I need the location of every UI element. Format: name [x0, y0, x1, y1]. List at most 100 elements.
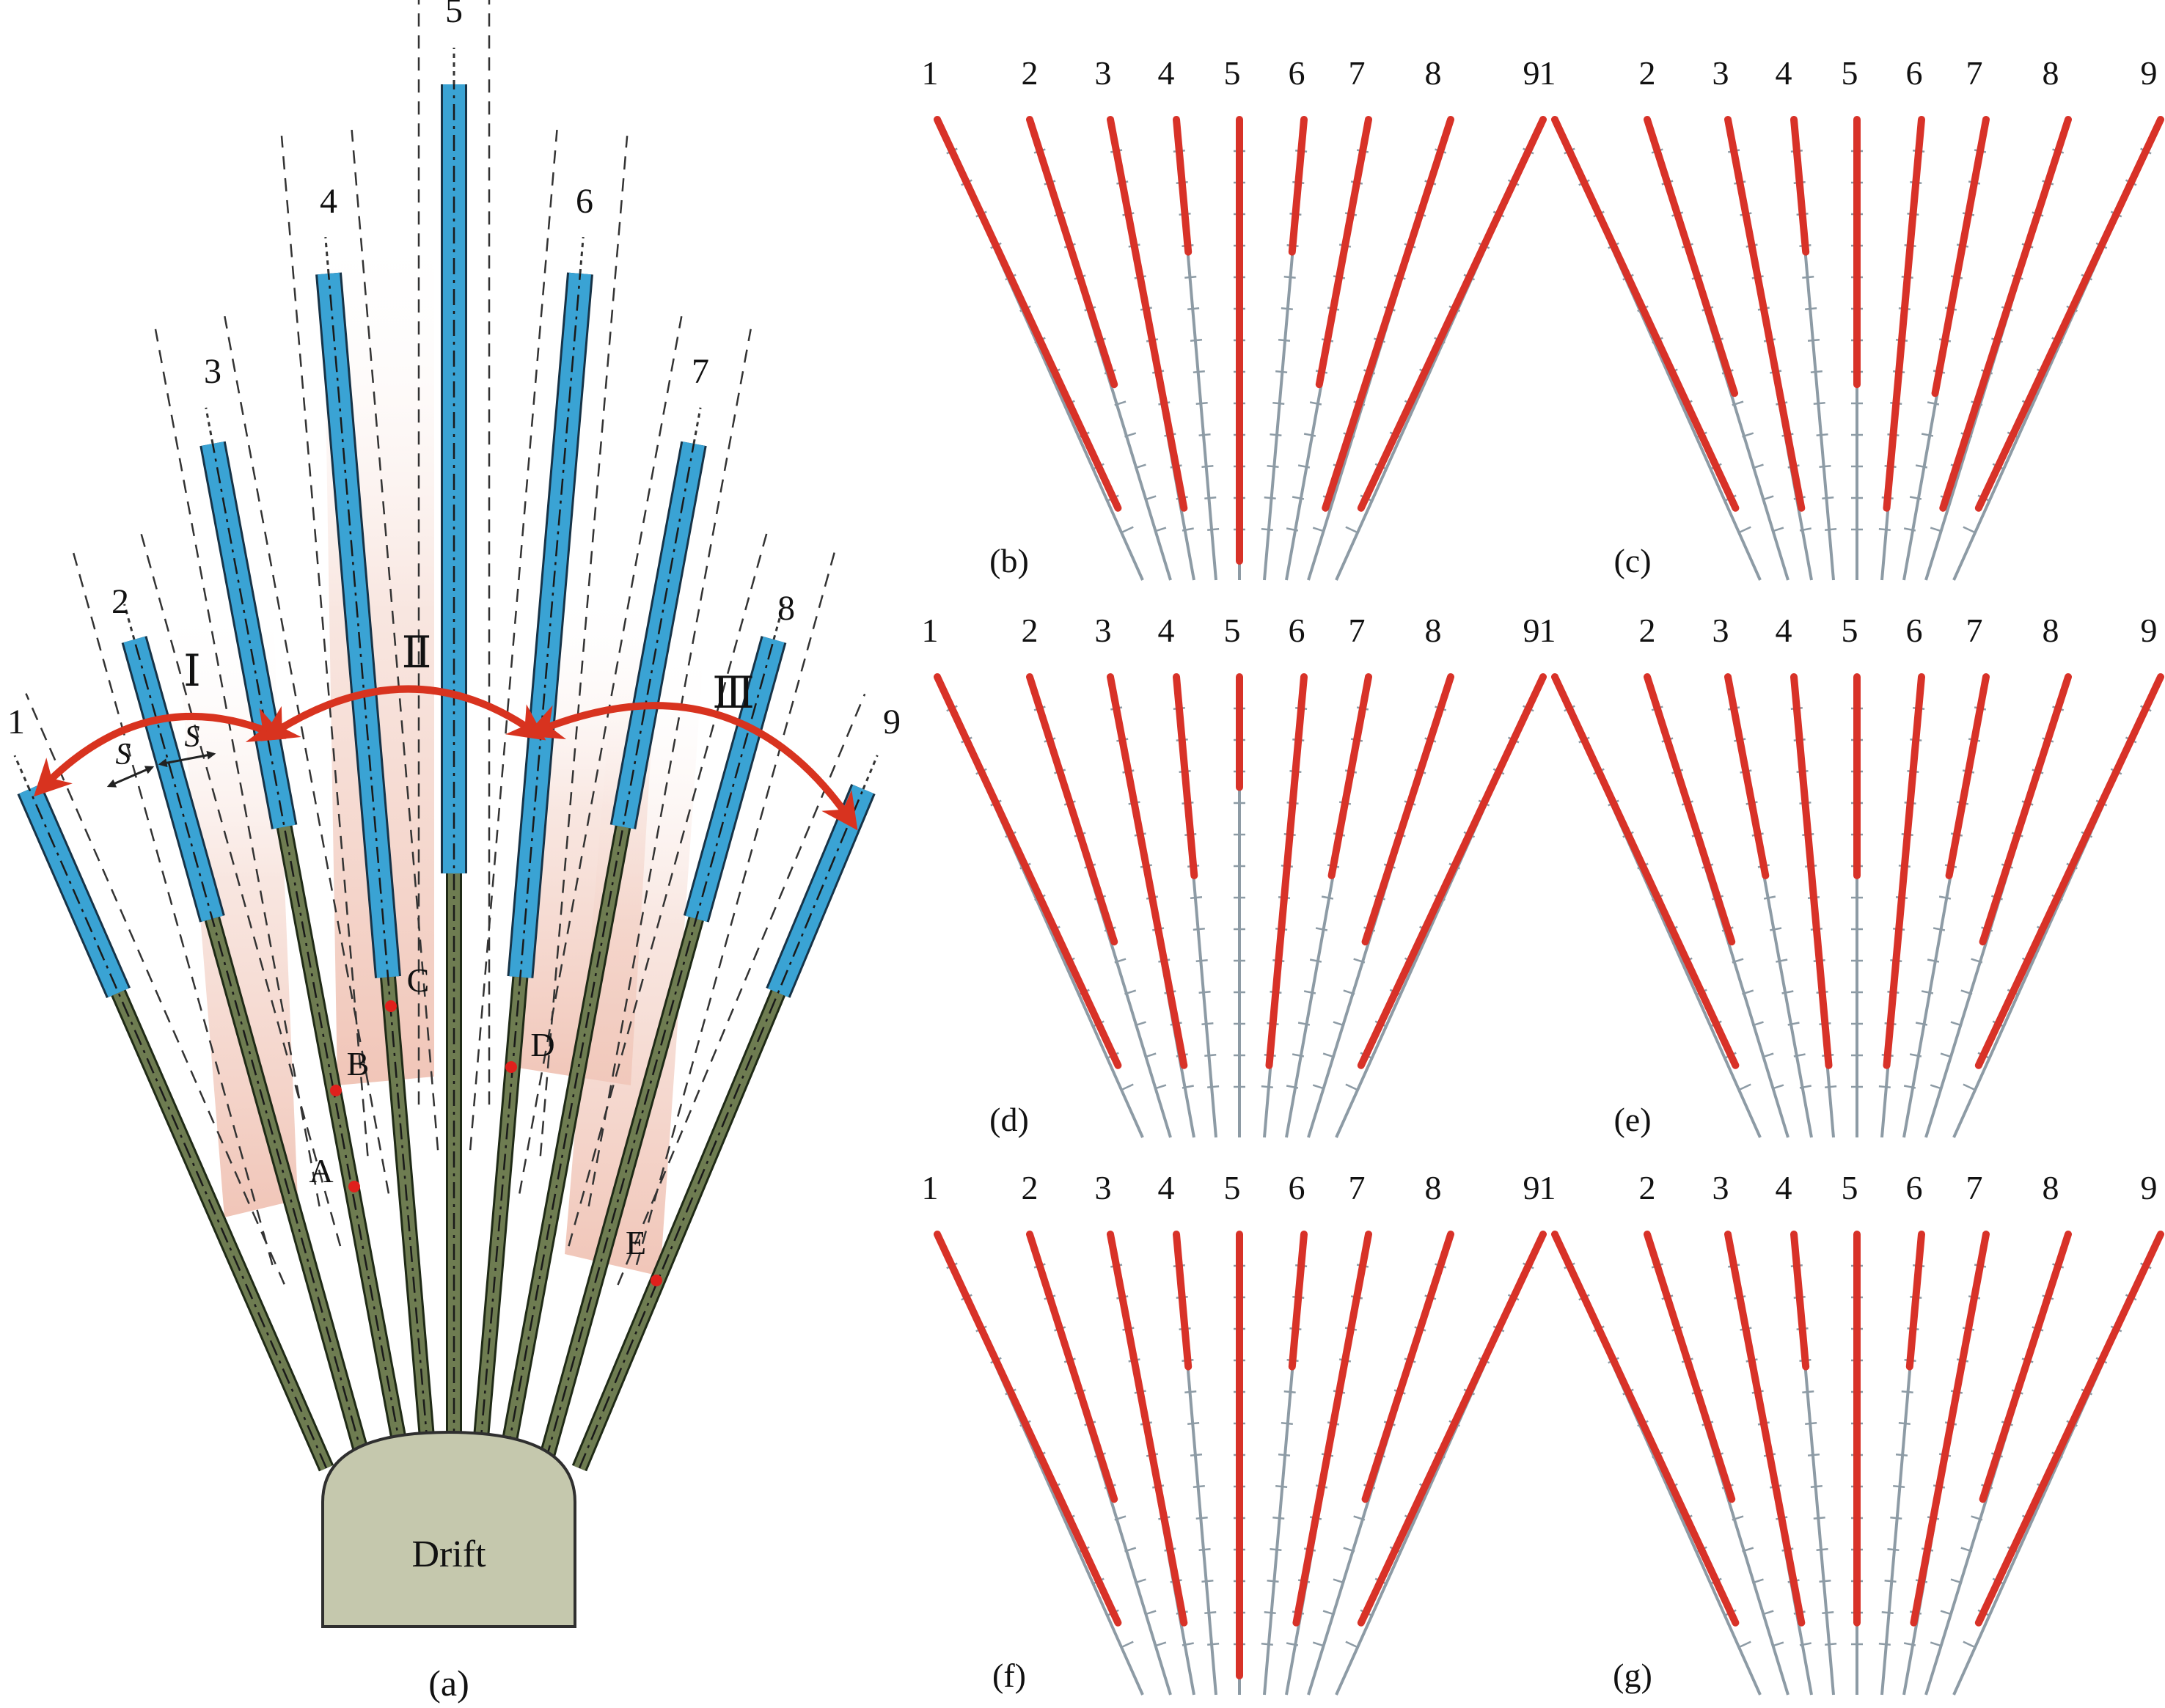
fan-hole-label-3: 3	[1712, 1169, 1729, 1206]
fan-hole-label-5: 5	[1224, 612, 1241, 649]
zone-2-label: Ⅱ	[402, 628, 432, 677]
fan-hole-tick	[1751, 463, 1764, 469]
hole-label-4: 4	[320, 182, 337, 221]
fan-hole-tick	[1816, 1548, 1828, 1551]
fan-charge-2	[1026, 1231, 1118, 1503]
fan-charge-4	[1790, 673, 1833, 1069]
fan-charge-1	[934, 673, 1122, 1069]
fan-hole-label-8: 8	[1425, 612, 1442, 649]
fan-hole-tick	[1822, 1611, 1834, 1614]
point-e-label: E	[626, 1224, 646, 1261]
fan-hole-label-9: 9	[1523, 54, 1540, 92]
fan-hole-tick	[1204, 496, 1217, 499]
fan-hole-tick	[1190, 1454, 1203, 1456]
fan-charge-6	[1265, 673, 1308, 1069]
fan-charge-3	[1724, 673, 1770, 879]
fan-charge-1	[934, 116, 1122, 512]
fan-hole-label-8: 8	[2043, 54, 2059, 92]
fan-hole-tick	[1134, 463, 1146, 469]
hole-leader-4	[324, 237, 330, 274]
fan-hole-label-3: 3	[1095, 1169, 1112, 1206]
fan-hole-tick	[1134, 1578, 1146, 1584]
hole-label-7: 7	[692, 352, 709, 391]
fan-hole-label-6: 6	[1906, 1169, 1923, 1206]
fan-hole-tick	[1193, 928, 1205, 931]
fan-hole-tick	[1195, 959, 1208, 962]
fan-hole-tick	[1270, 433, 1282, 436]
fan-hole-tick	[1272, 1517, 1285, 1520]
fan-hole-tick	[1770, 927, 1782, 931]
fan-charge-1	[934, 1231, 1122, 1627]
fan-hole-tick	[1807, 1454, 1820, 1456]
fan-hole-label-8: 8	[2043, 1169, 2059, 1206]
fan-hole-label-8: 8	[1425, 1169, 1442, 1206]
hole-label-9: 9	[883, 703, 901, 741]
fan-hole-tick	[1887, 1548, 1900, 1551]
fan-hole-label-2: 2	[1022, 612, 1038, 649]
fan-hole-tick	[1915, 1022, 1928, 1026]
hole-leader-8	[772, 604, 785, 640]
fan-hole-tick	[1940, 1610, 1952, 1616]
fan-hole-tick	[1114, 400, 1127, 406]
hole-leader-1	[13, 755, 31, 790]
fan-charge-1	[1551, 673, 1740, 1069]
point-c-marker	[385, 1000, 397, 1012]
fan-hole-tick	[1201, 1022, 1214, 1025]
fan-hole-label-2: 2	[1639, 612, 1656, 649]
fan-hole-tick	[1122, 526, 1134, 533]
fan-hole-label-4: 4	[1776, 612, 1792, 649]
fan-charge-4	[1173, 673, 1198, 879]
fan-hole-tick	[1930, 527, 1942, 532]
fan-hole-tick	[1207, 1085, 1220, 1088]
fan-hole-tick	[1895, 1454, 1908, 1456]
hole-label-2: 2	[111, 582, 129, 621]
fan-hole-tick	[1182, 1085, 1194, 1089]
point-b-label: B	[347, 1045, 370, 1082]
spacing-label-right: S	[185, 720, 200, 754]
fan-hole-tick	[1309, 401, 1322, 406]
fan-hole-tick	[1921, 433, 1934, 437]
fan-hole-label-9: 9	[2141, 54, 2158, 92]
fan-hole-tick	[1909, 496, 1922, 500]
spacing-arrow-left	[106, 766, 155, 788]
fan-charge-7	[1327, 673, 1372, 879]
fan-hole-tick	[1187, 307, 1200, 310]
fan-hole-tick	[1124, 989, 1137, 995]
fan-hole-tick	[1333, 1021, 1345, 1027]
fan-hole-tick	[1742, 1547, 1754, 1553]
fan-hole-tick	[1940, 1052, 1952, 1058]
point-e-marker	[651, 1275, 662, 1286]
fan-hole-tick	[1114, 1515, 1127, 1521]
fan-hole-tick	[1927, 401, 1940, 406]
fan-charge-3	[1724, 116, 1806, 512]
influence-boundary-2-right	[139, 531, 342, 1247]
fan-hole-label-9: 9	[1523, 612, 1540, 649]
fan-hole-tick	[1264, 1611, 1276, 1614]
fan-hole-tick	[1772, 1641, 1784, 1647]
fan-hole-label-5: 5	[1842, 1169, 1858, 1206]
fan-hole-tick	[1751, 1578, 1764, 1584]
fan-hole-tick	[1772, 527, 1784, 532]
fan-hole-tick	[1201, 1580, 1214, 1583]
fan-hole-tick	[1963, 1641, 1974, 1648]
fan-hole-label-7: 7	[1349, 612, 1366, 649]
fan-hole-tick	[1193, 370, 1205, 373]
fan-hole-tick	[1742, 989, 1754, 995]
fan-caption: (c)	[1613, 542, 1651, 579]
zone-3-label: Ⅲ	[712, 669, 755, 717]
fan-hole-tick	[1114, 958, 1127, 964]
fan-hole-label-4: 4	[1158, 1169, 1175, 1206]
fan-hole-tick	[1182, 527, 1194, 532]
fan-hole-tick	[1207, 1643, 1220, 1646]
fan-hole-tick	[1963, 526, 1974, 533]
fan-hole-tick	[1333, 1578, 1345, 1584]
fan-hole-tick	[1264, 496, 1276, 499]
influence-boundary-8-left	[568, 531, 769, 1247]
fan-charge-2	[1026, 673, 1118, 946]
fan-hole-tick	[1822, 496, 1834, 499]
hole-leader-7	[692, 407, 702, 444]
